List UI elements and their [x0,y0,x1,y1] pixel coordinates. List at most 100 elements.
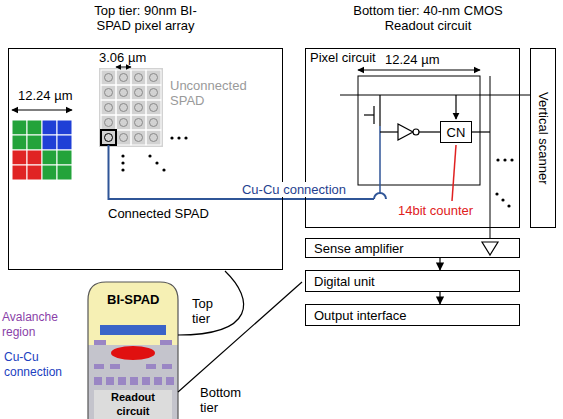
box-label: CN [447,125,466,140]
continuation-dots [495,158,513,207]
spad-symbol [150,104,158,112]
row-line [340,95,520,96]
color-filter-cell [57,135,72,150]
readout-circuit-block [94,390,172,419]
spad-cell [116,130,131,145]
spad-cell [116,85,131,100]
color-filter-cell [27,135,42,150]
spad-symbol [105,134,113,142]
connector [520,95,530,96]
color-filter-cell [57,165,72,180]
scanner-box: Vertical scanner [530,48,556,228]
cu-cu-bond [111,346,155,360]
spad-cell [131,70,146,85]
spad-symbol [150,74,158,82]
inverter-symbol [398,124,440,140]
layer-label: BI-SPAD [107,292,159,307]
column-line [490,76,491,228]
spad-symbol [120,74,128,82]
tier-heading: Bottom tier: 40-nm CMOS Readout circuit [340,3,516,33]
digital-unit-box: Digital unit [305,270,520,292]
chip-outline [88,282,178,419]
color-filter-cell [27,120,42,135]
box-label: Digital unit [314,274,375,289]
spad-symbol [135,134,143,142]
region-label: Avalanche region [2,310,84,340]
leader-line [178,282,302,392]
spad-cell [131,100,146,115]
color-filter-cell [42,120,57,135]
bottom-tier-section [88,345,178,419]
spad-label: Unconnected SPAD [170,78,260,108]
spad-label: Connected SPAD [108,206,209,221]
interface-box: Output interface [305,304,520,326]
spad-array-ground [99,68,163,147]
spad-cell [101,85,116,100]
color-filter-cell [42,165,57,180]
connector [490,228,491,238]
spad-symbol [120,104,128,112]
counter-control-arrow [455,95,456,119]
spad-symbol [150,134,158,142]
spad-cell [116,100,131,115]
block-label: Readout circuit [94,390,172,418]
spad-cell [101,130,116,145]
spad-symbol [105,104,113,112]
spad-symbol [150,119,158,127]
color-filter-cell [12,165,27,180]
spad-symbol [105,89,113,97]
tier-label: Top tier [192,296,228,326]
connector-label: Cu-Cu connection [240,182,348,197]
spad-cell [101,70,116,85]
pixel-cell-outline [358,76,480,185]
spad-cell [146,130,161,145]
dimension-label: 12.24 µm [18,88,72,103]
spad-cell [131,85,146,100]
box-label: Output interface [314,308,407,323]
metal-layers [94,340,174,385]
counter-output-wire [472,131,490,132]
counter-leader [452,145,456,201]
color-filter-cell [12,150,27,165]
spad-symbol [135,119,143,127]
connector [283,198,305,200]
spad-grid [101,70,161,145]
counter-label: 14bit counter [398,203,473,218]
dimension-arrow [358,69,480,70]
spad-symbol [135,104,143,112]
color-filter-array [12,120,72,180]
pixel-circuit-box: Bottom tier: 40-nm CMOS Readout circuitP… [305,48,520,228]
color-filter-cell [12,120,27,135]
spad-cell [101,100,116,115]
amplifier-symbol [482,242,498,255]
spad-cell [146,85,161,100]
box-title: Pixel circuit [310,50,376,65]
top-tier-section [88,282,178,345]
spad-symbol [120,89,128,97]
spad-cell [146,100,161,115]
spad-cell [131,115,146,130]
spad-cell [116,70,131,85]
transistor-symbol [364,95,398,193]
spad-cell [101,115,116,130]
spad-cell [116,115,131,130]
color-filter-cell [27,150,42,165]
amplifier-box: Sense amplifier [305,238,520,258]
spad-cell [146,115,161,130]
spad-symbol [105,119,113,127]
dimension-arrow [116,67,131,68]
tier-label: Bottom tier [200,385,250,415]
connector [439,292,440,304]
continuation-dots [121,136,187,171]
dimension-label: 3.06 µm [99,50,146,65]
color-filter-cell [42,150,57,165]
spad-symbol [150,89,158,97]
region-label: Cu-Cu connection [4,350,84,380]
tier-heading: Top tier: 90nm BI-SPAD pixel array [83,3,208,33]
spad-cell [131,130,146,145]
leader-line [178,271,244,335]
